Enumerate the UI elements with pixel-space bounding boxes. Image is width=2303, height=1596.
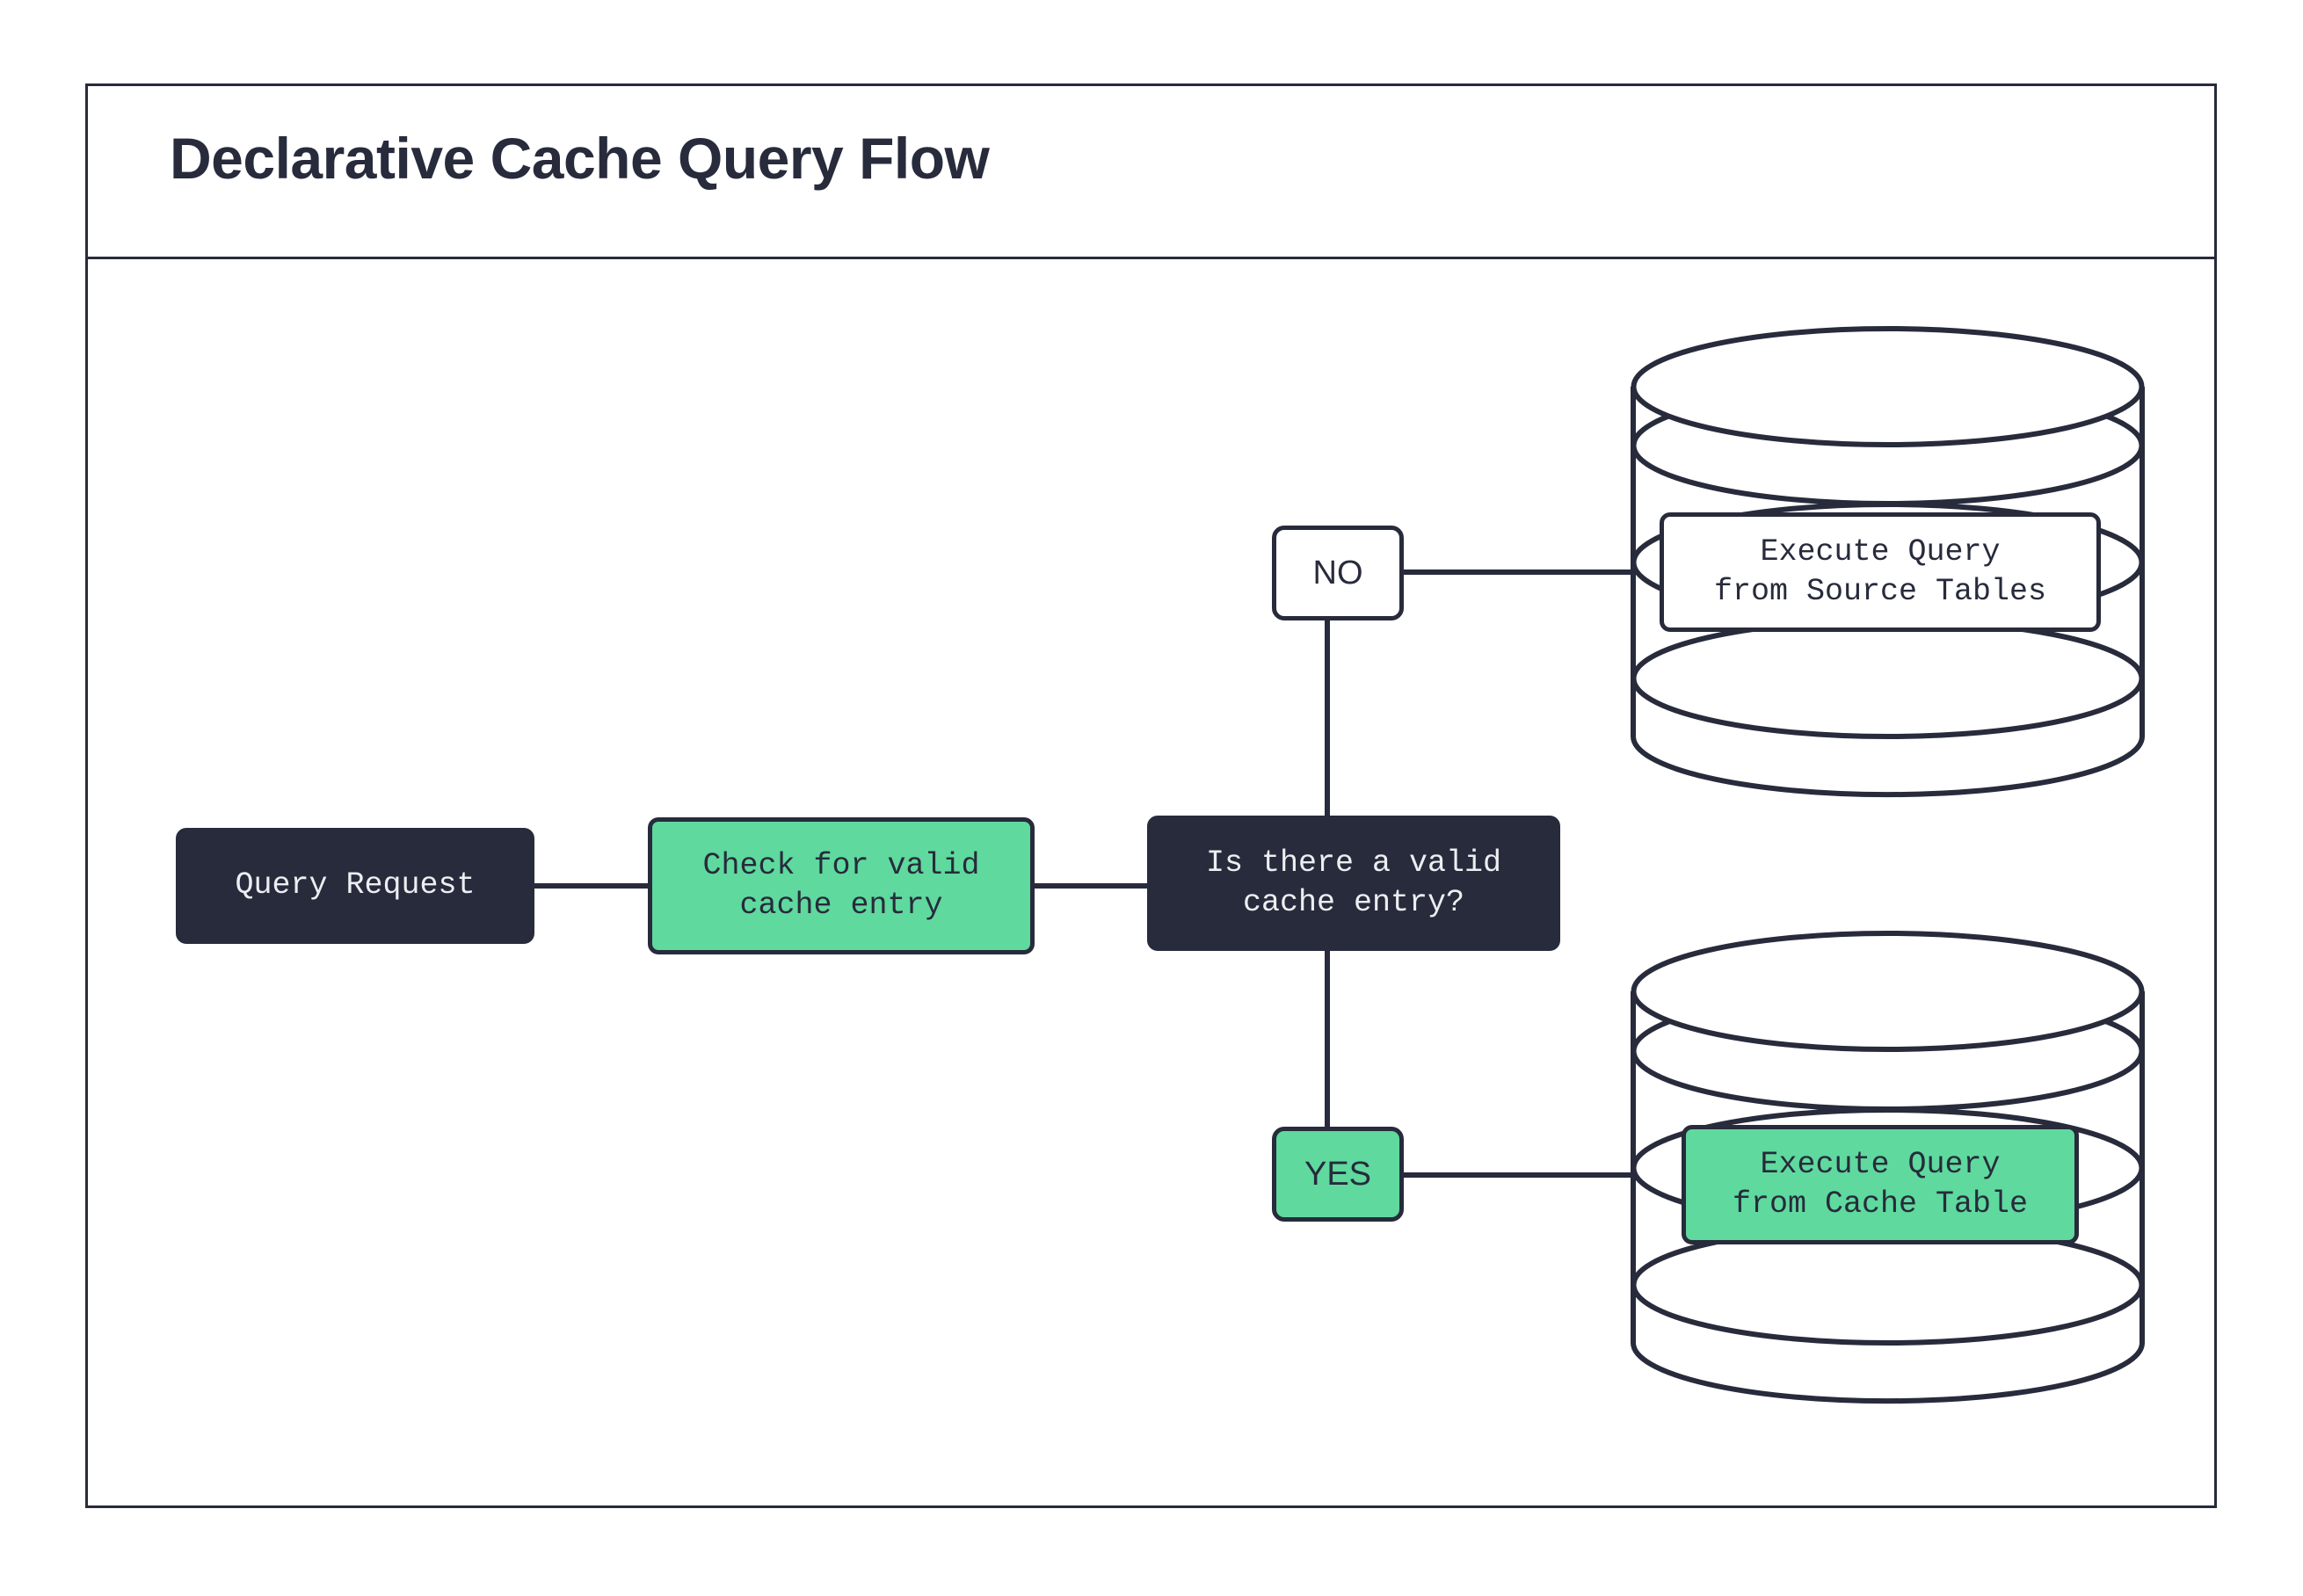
branch-label-yes[interactable]: YES <box>1272 1127 1404 1222</box>
node-check-for-valid-cache-entry[interactable]: Check for valid cache entry <box>648 817 1035 954</box>
node-execute-query-from-source-tables[interactable]: Execute Query from Source Tables <box>1660 512 2101 632</box>
branch-label-no[interactable]: NO <box>1272 526 1404 620</box>
diagram-frame <box>85 83 2217 1508</box>
node-is-there-a-valid-cache-entry[interactable]: Is there a valid cache entry? <box>1147 816 1560 951</box>
title-bar: Declarative Cache Query Flow <box>85 83 2217 259</box>
page-title: Declarative Cache Query Flow <box>170 126 990 191</box>
node-execute-query-from-cache-table[interactable]: Execute Query from Cache Table <box>1682 1125 2079 1244</box>
node-query-request[interactable]: Query Request <box>176 828 534 944</box>
